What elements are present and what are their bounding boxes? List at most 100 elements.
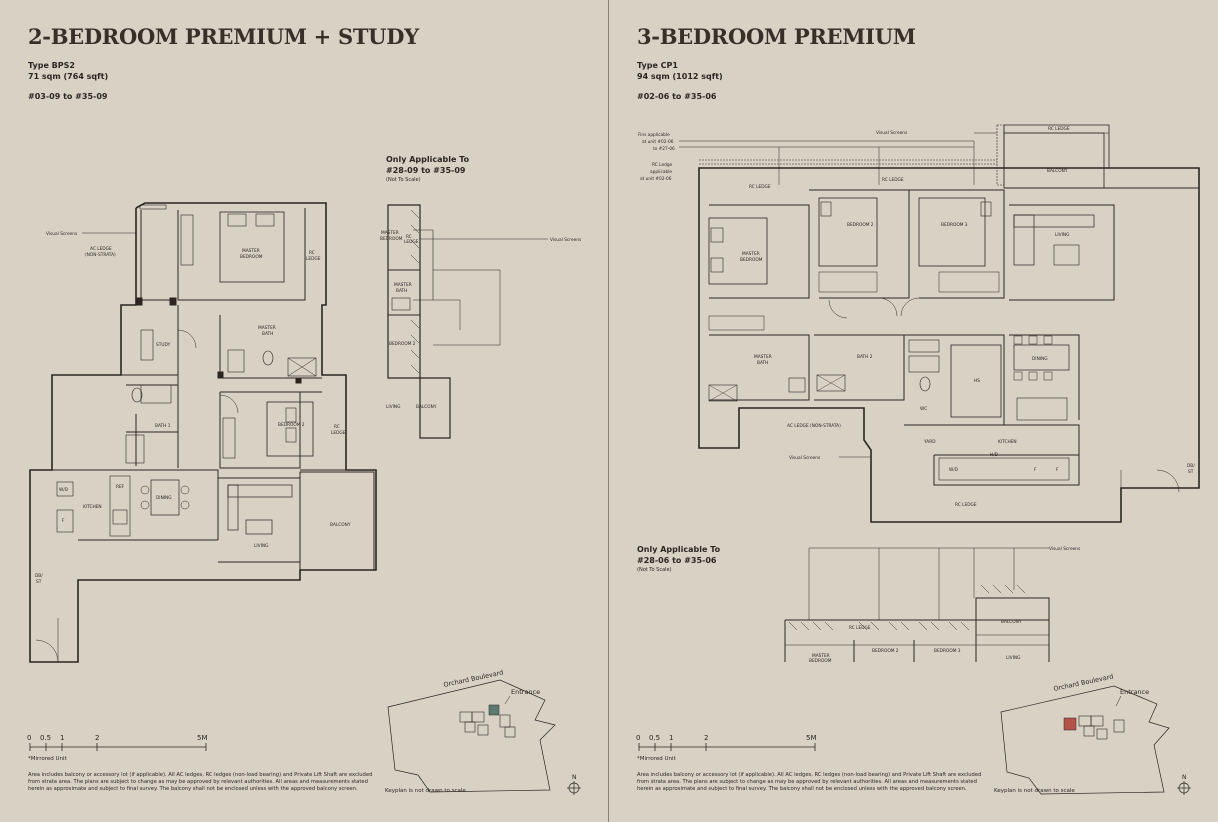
scale-05: 0.5 bbox=[40, 734, 51, 742]
label-db: DB/ bbox=[35, 573, 43, 579]
right-page: 3-BEDROOM PREMIUM Type CP1 94 sqm (1012 … bbox=[609, 0, 1218, 822]
label-ac-ledge: AC LEDGE bbox=[90, 246, 112, 252]
label-balcony: BALCONY bbox=[1047, 168, 1068, 174]
label-kitchen: KITCHEN bbox=[83, 504, 102, 510]
inset-master-bath: MASTER bbox=[394, 282, 412, 288]
scale-2-r: 2 bbox=[704, 734, 708, 742]
label-bedroom2: BEDROOM 2 bbox=[847, 222, 874, 228]
right-keyplan-note: Keyplan is not drawn to scale bbox=[994, 788, 1075, 794]
label-visual-screens-top: Visual Screens bbox=[876, 130, 908, 136]
scale-0: 0 bbox=[27, 734, 31, 742]
north-label-r: N bbox=[1182, 774, 1187, 781]
right-disclaimer: Area includes balcony or accessory lot (… bbox=[637, 772, 982, 792]
right-mirrored: *Mirrored Unit bbox=[637, 756, 676, 762]
inset-ledge: LEDGE bbox=[404, 239, 419, 245]
right-units: #02-06 to #35-06 bbox=[637, 92, 717, 101]
right-type: Type CP1 bbox=[637, 61, 678, 70]
inset-rc: RC bbox=[406, 234, 412, 240]
left-disclaimer: Area includes balcony or accessory lot (… bbox=[28, 772, 373, 792]
label-visual-screens-mid: Visual Screens bbox=[789, 455, 821, 461]
inset-balcony: BALCONY bbox=[416, 404, 437, 410]
label-master: MASTER bbox=[242, 248, 260, 254]
left-scale-bar: 0 0.5 1 2 5M bbox=[27, 734, 208, 751]
label-ledge-2: LEDGE bbox=[331, 430, 346, 436]
label-kitchen: KITCHEN bbox=[998, 439, 1017, 445]
inset-bedroom2-r: BEDROOM 2 bbox=[872, 648, 899, 654]
left-type: Type BPS2 bbox=[28, 61, 75, 70]
label-rc: RC bbox=[309, 250, 315, 256]
left-units: #03-09 to #35-09 bbox=[28, 92, 108, 101]
label-bedroom2: BEDROOM 2 bbox=[278, 422, 305, 428]
only-title: Only Applicable To bbox=[386, 155, 470, 164]
label-wc: WC bbox=[920, 406, 927, 412]
label-living: LIVING bbox=[1055, 232, 1069, 238]
label-living: LIVING bbox=[254, 543, 268, 549]
page-divider bbox=[608, 0, 609, 822]
label-fins-2: at unit #02-06 bbox=[642, 139, 674, 145]
label-master: MASTER bbox=[742, 251, 760, 257]
label-f-1: F bbox=[1034, 467, 1037, 473]
label-bedroom: BEDROOM bbox=[740, 257, 763, 263]
left-only-applicable: Only Applicable To #28-09 to #35-09 (Not… bbox=[386, 154, 469, 184]
right-only-applicable: Only Applicable To #28-06 to #35-06 (Not… bbox=[637, 544, 720, 574]
left-keyplan-note: Keyplan is not drawn to scale bbox=[385, 788, 466, 794]
right-title: 3-BEDROOM PREMIUM bbox=[637, 24, 916, 49]
label-rcl-3: at unit #02-06 bbox=[640, 176, 672, 182]
label-f-2: F bbox=[1056, 467, 1059, 473]
label-db: DB/ bbox=[1187, 463, 1195, 469]
label-rc-ledge-1: RC LEDGE bbox=[749, 184, 771, 190]
left-mirrored: *Mirrored Unit bbox=[28, 756, 67, 762]
label-fins-3: to #27-06 bbox=[653, 146, 675, 152]
scale-2: 2 bbox=[95, 734, 99, 742]
label-ref: REF bbox=[116, 484, 125, 490]
label-rcl-2: applicable bbox=[650, 169, 672, 175]
scale-1-r: 1 bbox=[669, 734, 673, 742]
label-rc-2: RC bbox=[334, 424, 340, 430]
inset-visual-screens: Visual Screens bbox=[550, 237, 582, 243]
inset-balcony-r: BALCONY bbox=[1001, 619, 1022, 625]
scale-1: 1 bbox=[60, 734, 64, 742]
label-ledge: LEDGE bbox=[306, 256, 321, 262]
only-units-r: #28-06 to #35-06 bbox=[637, 556, 717, 565]
inset-bedroom-r: BEDROOM bbox=[809, 658, 832, 664]
label-dining: DINING bbox=[156, 495, 172, 501]
scale-05-r: 0.5 bbox=[649, 734, 660, 742]
label-bedroom: BEDROOM bbox=[240, 254, 263, 260]
label-bath: BATH bbox=[757, 360, 768, 366]
label-study: STUDY bbox=[156, 342, 171, 348]
right-scale-bar: 0 0.5 1 2 5M bbox=[636, 734, 817, 751]
inset-bath: BATH bbox=[396, 288, 407, 294]
label-bedroom3: BEDROOM 3 bbox=[941, 222, 968, 228]
north-label: N bbox=[572, 774, 577, 781]
right-keyplan: Orchard Boulevard Entrance N bbox=[1000, 672, 1191, 795]
right-floor-plan: Fins applicable at unit #02-06 to #27-06… bbox=[638, 124, 1200, 523]
left-page: 2-BEDROOM PREMIUM + STUDY Type BPS2 71 s… bbox=[27, 24, 582, 795]
inset-visual-screens-r: Visual Screens bbox=[1049, 546, 1081, 552]
inset-master-r: MASTER bbox=[812, 653, 830, 659]
inset-bedroom2: BEDROOM 2 bbox=[389, 341, 416, 347]
label-st: ST bbox=[1188, 469, 1194, 475]
inset-rc-ledge-r: RC LEDGE bbox=[849, 625, 871, 631]
keyplan-road-r: Orchard Boulevard bbox=[1053, 672, 1114, 692]
label-fins-1: Fins applicable bbox=[638, 132, 670, 138]
inset-living: LIVING bbox=[386, 404, 400, 410]
label-f: F bbox=[62, 518, 65, 524]
label-hb: H/D bbox=[990, 452, 999, 458]
label-bath: BATH bbox=[262, 331, 273, 337]
label-master-bath: MASTER bbox=[754, 354, 772, 360]
label-dining: DINING bbox=[1032, 356, 1048, 362]
label-ac-ledge: AC LEDGE (NON-STRATA) bbox=[787, 423, 841, 429]
label-visual-screens: Visual Screens bbox=[46, 231, 78, 237]
label-yard: YARD bbox=[923, 439, 936, 445]
label-wd: W/D bbox=[59, 487, 69, 493]
inset-living-r: LIVING bbox=[1006, 655, 1020, 661]
label-wd: W/D bbox=[949, 467, 959, 473]
only-title-r: Only Applicable To bbox=[637, 545, 721, 554]
label-bath1: BATH 1 bbox=[155, 423, 171, 429]
left-keyplan: Orchard Boulevard Entrance N bbox=[387, 668, 581, 795]
right-inset-plan: Visual Screens RC LEDGE BALCONY MASTER B… bbox=[784, 546, 1081, 664]
scale-5m-r: 5M bbox=[806, 734, 817, 742]
label-balcony: BALCONY bbox=[330, 522, 351, 528]
label-rc-ledge-bottom: RC LEDGE bbox=[955, 502, 977, 508]
label-bath2: BATH 2 bbox=[857, 354, 873, 360]
